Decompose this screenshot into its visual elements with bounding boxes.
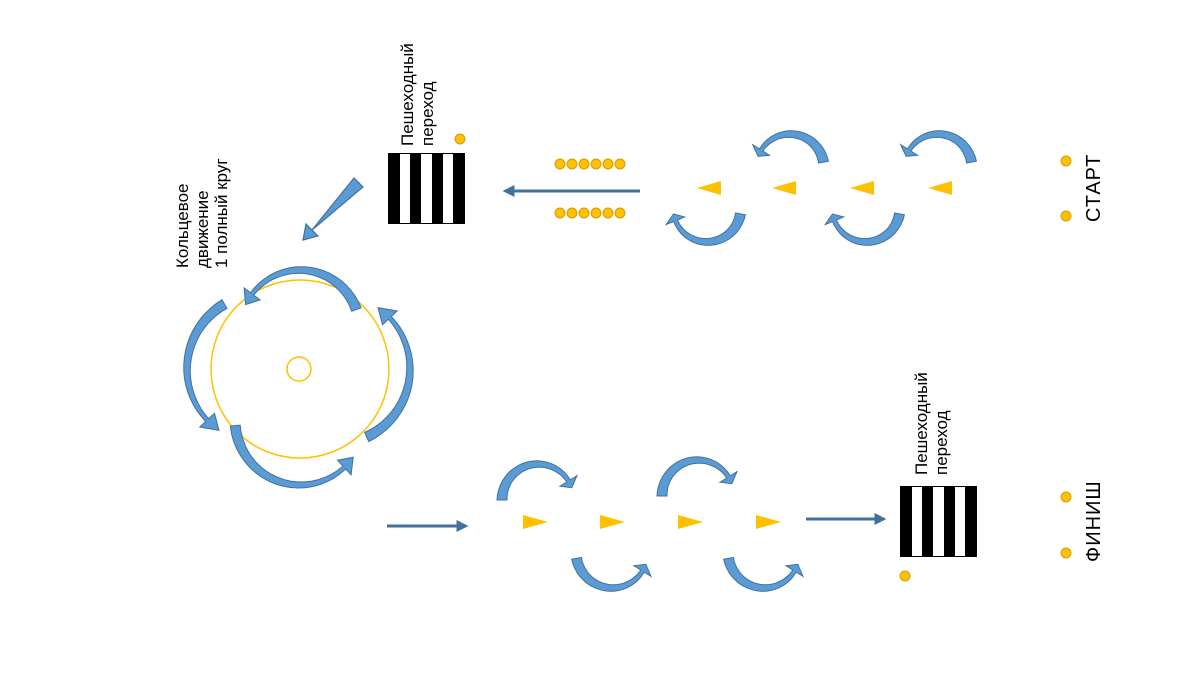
curved-arrow-icon (570, 556, 653, 592)
marker-dot-icon (614, 207, 626, 219)
crosswalk-icon-bottom (900, 486, 977, 557)
marker-dot-icon (602, 207, 614, 219)
marker-dot-icon (454, 133, 466, 145)
marker-dot-icon (590, 207, 602, 219)
marker-dot-icon (602, 158, 614, 170)
curved-arrow-icon (243, 266, 362, 312)
roundabout-outer-ring (210, 279, 390, 459)
curved-arrow-icon (722, 556, 805, 592)
marker-dot-icon (1060, 547, 1072, 559)
cone-triangle-icon (523, 515, 548, 529)
marker-dot-icon (1060, 155, 1072, 167)
roundabout-label: Кольцевое движение 1 полный круг (173, 158, 232, 268)
marker-dot-icon (1060, 491, 1072, 503)
cones-group (523, 181, 952, 529)
marker-dot-icon (614, 158, 626, 170)
marker-dot-icon (578, 207, 590, 219)
crosswalk-bottom-label: Пешеходный переход (912, 372, 951, 475)
marker-dot-icon (899, 570, 911, 582)
start-label: СТАРТ (1083, 153, 1105, 222)
curved-arrow-icon (664, 212, 747, 246)
curved-arrow-icon (183, 298, 228, 432)
markers-group (454, 133, 1072, 582)
crosswalk-top-label: Пешеходный переход (398, 43, 437, 146)
crosswalk-icon-top (388, 153, 465, 224)
cone-triangle-icon (600, 515, 625, 529)
marker-dot-icon (590, 158, 602, 170)
marker-dot-icon (566, 158, 578, 170)
roundabout-center-island (286, 356, 312, 382)
roundabout-icon (210, 279, 390, 459)
curved-arrows-group (183, 130, 978, 592)
curved-arrow-icon (229, 424, 354, 489)
marker-dot-icon (578, 158, 590, 170)
cone-triangle-icon (697, 181, 721, 195)
marker-dot-icon (566, 207, 578, 219)
cone-triangle-icon (756, 515, 781, 529)
straight-arrow-icon (302, 177, 364, 241)
marker-dot-icon (554, 158, 566, 170)
finish-label: ФИНИШ (1083, 480, 1105, 562)
cone-triangle-icon (850, 181, 874, 195)
curved-arrow-icon (823, 212, 906, 246)
cone-triangle-icon (928, 181, 952, 195)
marker-dot-icon (1060, 210, 1072, 222)
cone-triangle-icon (772, 181, 796, 195)
curved-arrow-icon (363, 306, 414, 443)
cone-triangle-icon (678, 515, 703, 529)
marker-dot-icon (554, 207, 566, 219)
curved-arrow-icon (751, 130, 830, 164)
curved-arrow-icon (899, 130, 978, 164)
curved-arrow-icon (656, 456, 739, 497)
straight-arrows-group (302, 177, 887, 532)
curved-arrow-icon (496, 460, 579, 501)
